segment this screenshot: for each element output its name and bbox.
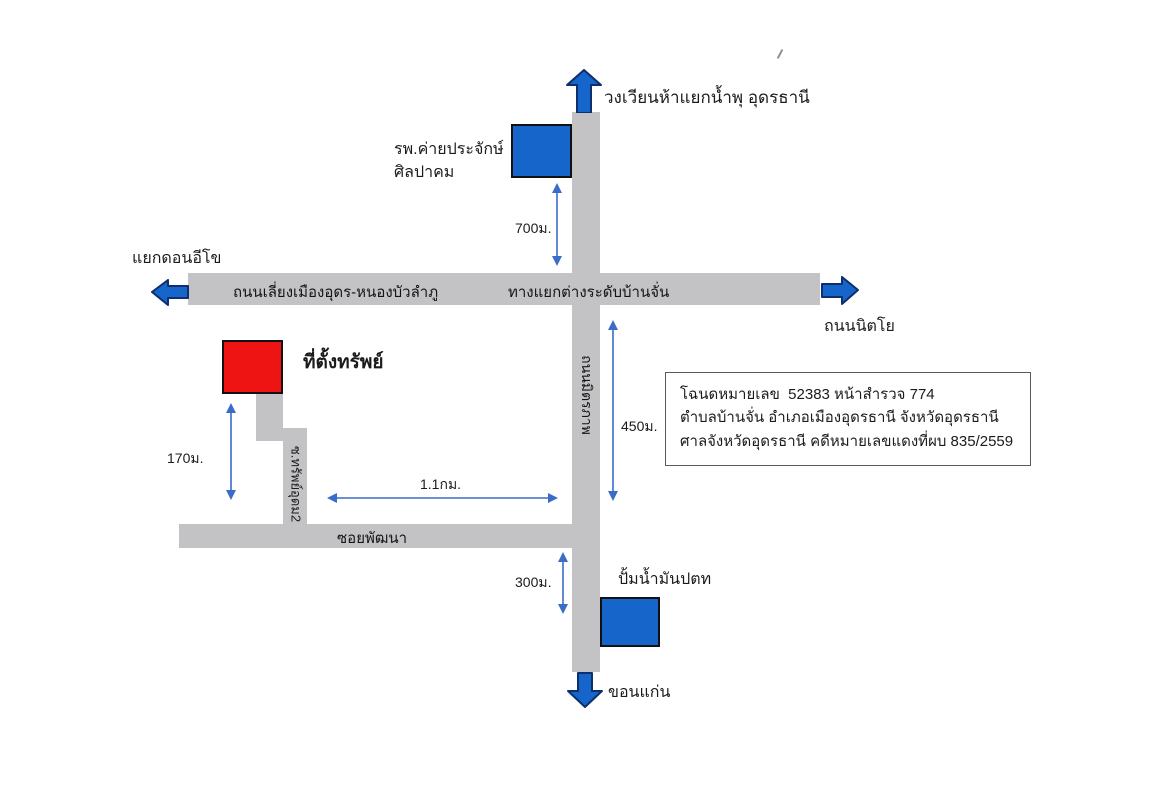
interchange-label: ทางแยกต่างระดับบ้านจั่น: [508, 284, 670, 301]
south-destination-label: ขอนแก่น: [608, 684, 671, 701]
gas-station-box: [600, 597, 660, 647]
arrow-east-icon: [821, 276, 859, 305]
deed-line2: ตำบลบ้านจั่น อำเภอเมืองอุดรธานี จังหวัดอ…: [680, 409, 999, 427]
arrow-south-icon: [567, 672, 603, 708]
west-junction-label: แยกดอนอีโข: [132, 250, 222, 267]
soi-sap-udom-label: ซ.ทรัพย์อุดม2: [288, 445, 304, 523]
measure-700m-arrow: [552, 183, 562, 266]
north-destination-label: วงเวียนห้าแยกน้ำพุ อุดรธานี: [604, 88, 810, 107]
hospital-label-line2: ศิลปาคม: [394, 164, 455, 182]
hospital-label-line1: รพ.ค่ายประจักษ์: [394, 141, 504, 158]
distance-450m-label: 450ม.: [621, 418, 658, 434]
soi-phatthana-label: ซอยพัฒนา: [337, 530, 408, 547]
deed-line1: โฉนดหมายเลข 52383 หน้าสำรวจ 774: [680, 386, 935, 403]
road-mittraphap: [572, 112, 600, 672]
deed-info-box: โฉนดหมายเลข 52383 หน้าสำรวจ 774 ตำบลบ้าน…: [665, 372, 1031, 466]
measure-450m-arrow: [608, 320, 618, 501]
hospital-label: รพ.ค่ายประจักษ์ ศิลปาคม: [394, 138, 504, 184]
gas-station-label: ปั้มน้ำมันปตท: [618, 571, 712, 588]
arrow-west-icon: [151, 279, 189, 306]
property-label: ที่ตั้งทรัพย์: [303, 352, 384, 373]
road-soi-phatthana: [179, 524, 600, 548]
mittraphap-road-label: ถนนมิตรภาพ: [579, 355, 595, 435]
bypass-road-label: ถนนเลี่ยงเมืองอุดร-หนองบัวลำภู: [233, 284, 439, 301]
hospital-box: [511, 124, 572, 178]
road-bypass: [188, 273, 820, 305]
stray-mark: [776, 49, 784, 59]
deed-line3: ศาลจังหวัดอุดรธานี คดีหมายเลขแดงที่ผบ 83…: [680, 432, 1014, 450]
distance-300m-label: 300ม.: [515, 574, 552, 590]
distance-1-1km-label: 1.1กม.: [420, 476, 462, 492]
measure-170m-arrow: [226, 403, 236, 500]
property-box: [222, 340, 283, 394]
measure-1-1km-arrow: [327, 493, 558, 503]
measure-300m-arrow: [558, 552, 568, 614]
east-road-label: ถนนนิตโย: [824, 318, 895, 335]
arrow-north-icon: [566, 69, 602, 113]
distance-700m-label: 700ม.: [515, 220, 552, 236]
road-soi-sap-udom: [283, 428, 307, 524]
road-soi-sap-udom-stub: [256, 393, 283, 441]
distance-170m-label: 170ม.: [167, 450, 204, 466]
